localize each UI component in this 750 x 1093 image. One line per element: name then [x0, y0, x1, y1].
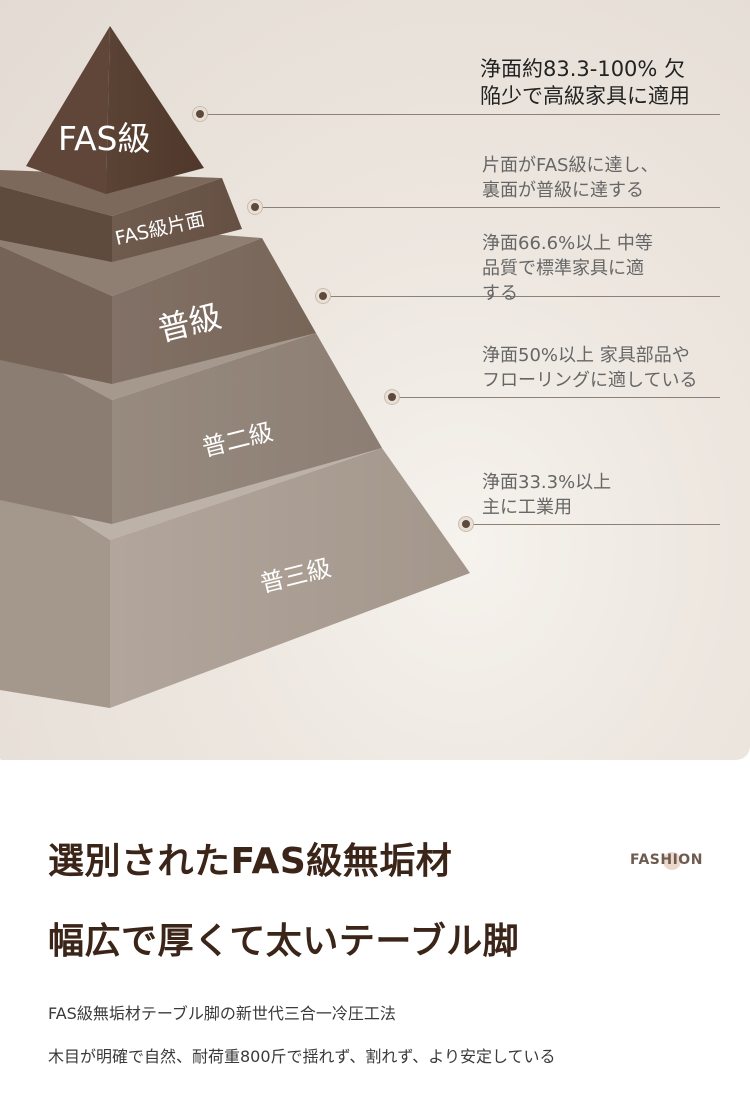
- description-common: 浄面66.6%以上 中等 品質で標準家具に適 する: [482, 231, 653, 306]
- description-common-line-3: する: [482, 281, 653, 306]
- description-common-3: 浄面33.3%以上 主に工業用: [482, 470, 611, 520]
- leader-dot-5: [459, 517, 473, 531]
- body-text-line-2: 木目が明確で自然、耐荷重800斤で揺れず、割れず、より安定している: [48, 1043, 556, 1067]
- leader-dot-3: [316, 289, 330, 303]
- description-fas-one-side: 片面がFAS級に達し、 裏面が普級に達する: [482, 153, 658, 203]
- description-common-3-line-2: 主に工業用: [482, 495, 611, 520]
- description-fas-one-side-line-2: 裏面が普級に達する: [482, 178, 658, 203]
- brand-label: FASHION: [630, 852, 703, 868]
- description-fas-line-1: 浄面約83.3-100% 欠: [480, 56, 690, 83]
- leader-line-4: [392, 397, 720, 398]
- headline-line-2: 幅広で厚くて太いテーブル脚: [48, 912, 519, 964]
- description-common-3-line-1: 浄面33.3%以上: [482, 470, 611, 495]
- leader-dot-4: [385, 390, 399, 404]
- description-fas-one-side-line-1: 片面がFAS級に達し、: [482, 153, 658, 178]
- pyramid-panel: FAS級 FAS級片面 普級 普二級 普三級 浄面約83.3-100% 欠 陥少…: [0, 0, 750, 760]
- description-fas: 浄面約83.3-100% 欠 陥少で高級家具に適用: [480, 56, 690, 110]
- leader-line-2: [255, 207, 720, 208]
- tier-label-fas: FAS級: [58, 112, 150, 160]
- leader-line-1: [200, 114, 720, 115]
- description-common-line-1: 浄面66.6%以上 中等: [482, 231, 653, 256]
- leader-dot-2: [248, 200, 262, 214]
- description-common-2-line-2: フローリングに適している: [482, 368, 697, 393]
- description-common-2-line-1: 浄面50%以上 家具部品や: [482, 343, 697, 368]
- leader-line-5: [466, 524, 720, 525]
- tier-1-shape: [26, 26, 204, 194]
- description-fas-line-2: 陥少で高級家具に適用: [480, 83, 690, 110]
- leader-dot-1: [193, 107, 207, 121]
- headline-line-1: 選別されたFAS級無垢材: [48, 832, 452, 884]
- description-common-2: 浄面50%以上 家具部品や フローリングに適している: [482, 343, 697, 393]
- body-text-line-1: FAS級無垢材テーブル脚の新世代三合一冷圧工法: [48, 1000, 396, 1024]
- description-common-line-2: 品質で標準家具に適: [482, 256, 653, 281]
